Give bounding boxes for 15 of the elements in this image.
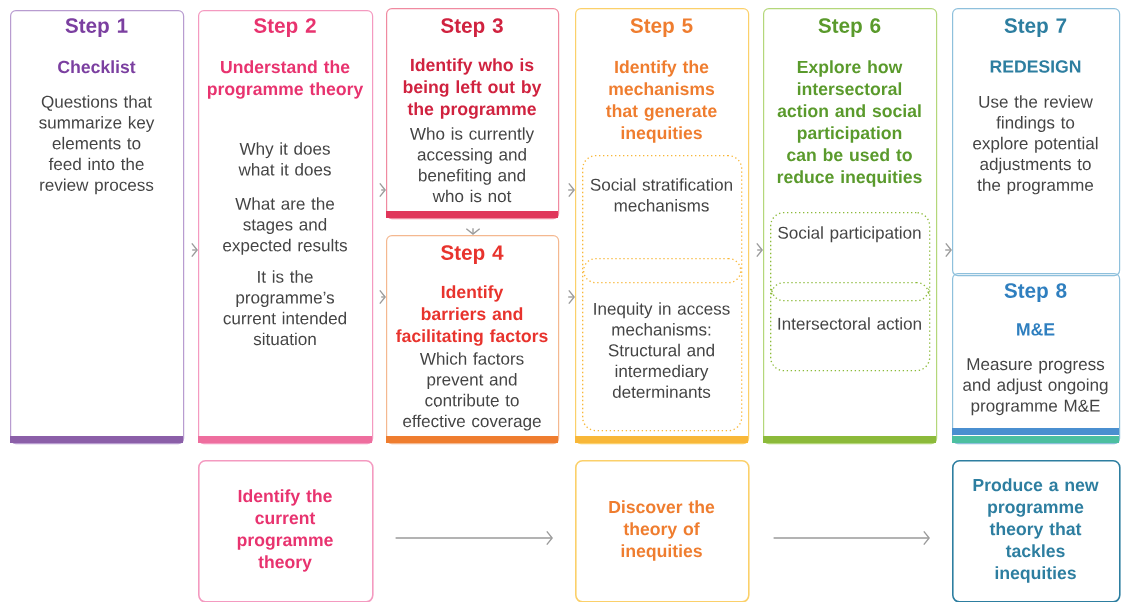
step-card: Step 2 Understand the programme theory Why it does what it does What are the stages and expected results It is the programme’s current intended situation bbox=[198, 10, 374, 445]
step-card: Step 4 Identify barriers and facilitating factors Which factors prevent and contribute to effective coverage bbox=[386, 235, 560, 445]
arrow bbox=[772, 530, 930, 546]
outcome-box: Produce a new programme theory that tackles inequities bbox=[952, 460, 1121, 602]
dotted-box: Social stratification mechanisms Inequity in access mechanisms: Structural and intermediary determinants bbox=[582, 155, 743, 432]
step-card: Step 1 Checklist Questions that summarize key elements to feed into the review process bbox=[10, 10, 185, 445]
outcome-box: Identify the current programme theory bbox=[198, 460, 374, 602]
dotted-pill bbox=[771, 282, 930, 302]
outcome-box: Discover the theory of inequities bbox=[575, 460, 750, 602]
dotted-pill bbox=[583, 258, 742, 284]
step-card: Step 3 Identify who is being left out by the programme Who is currently accessing and benefiting and who is not bbox=[386, 8, 560, 220]
dotted-box: Social participation Intersectoral action bbox=[770, 212, 931, 372]
step-card: Step 7 REDESIGN Use the review findings to explore potential adjustments to the programme bbox=[952, 8, 1121, 277]
step-card: Step 8 M&E Measure progress and adjust ongoing programme M&E bbox=[952, 273, 1121, 445]
arrow bbox=[394, 530, 553, 546]
